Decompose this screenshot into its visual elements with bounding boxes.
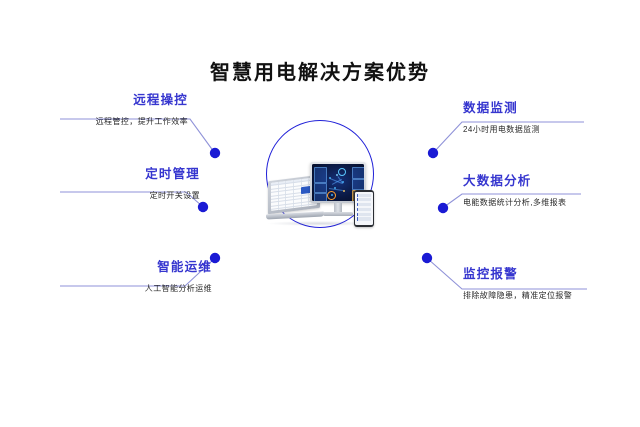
- phone-list-item: [356, 203, 372, 207]
- feature-item-left-2[interactable]: 定时管理 定时开关设置: [145, 166, 200, 202]
- feature-heading: 数据监测: [463, 101, 518, 115]
- page-title: 智慧用电解决方案优势: [210, 62, 430, 84]
- phone-list-item: [356, 207, 372, 212]
- multi-device-dashboard-illustration: [262, 160, 380, 230]
- phone-list-item: [356, 212, 372, 216]
- monitor-stand-neck: [334, 203, 342, 213]
- connector-dot-right-3: [421, 252, 433, 264]
- connector-dot-left-1: [209, 147, 221, 159]
- phone-list-item: [356, 193, 372, 197]
- feature-subtitle: 远程管控，提升工作效率: [95, 117, 188, 126]
- phone-list-item: [356, 198, 372, 202]
- feature-item-left-1[interactable]: 远程操控 远程管控，提升工作效率: [96, 92, 188, 128]
- feature-item-left-3[interactable]: 智能运维 人工智能分析运维: [145, 259, 212, 295]
- feature-heading: 智能运维: [157, 260, 212, 274]
- device-shadow: [268, 221, 372, 226]
- feature-subtitle: 24小时用电数据监测: [463, 125, 540, 134]
- feature-subtitle: 电能数据统计分析,多维报表: [463, 198, 567, 207]
- feature-heading: 定时管理: [145, 167, 200, 181]
- connector-dot-left-2: [197, 201, 209, 213]
- feature-heading: 远程操控: [133, 93, 188, 107]
- smartphone-list-screen: [355, 192, 373, 225]
- monitor-stand-foot: [323, 212, 353, 216]
- connector-dot-right-1: [427, 147, 439, 159]
- feature-item-right-3[interactable]: 监控报警 排除故障隐患，精准定位报警: [463, 266, 572, 302]
- connector-dot-right-2: [437, 202, 449, 214]
- feature-subtitle: 人工智能分析运维: [144, 284, 212, 293]
- feature-subtitle: 定时开关设置: [149, 191, 200, 200]
- feature-subtitle: 排除故障隐患，精准定位报警: [463, 291, 573, 300]
- feature-item-right-2[interactable]: 大数据分析 电能数据统计分析,多维报表: [463, 173, 566, 209]
- smartphone-device-icon: [354, 190, 374, 227]
- phone-list-item: [356, 217, 372, 221]
- feature-heading: 监控报警: [463, 267, 518, 281]
- feature-item-right-1[interactable]: 数据监测 24小时用电数据监测: [463, 100, 540, 136]
- feature-heading: 大数据分析: [463, 174, 532, 188]
